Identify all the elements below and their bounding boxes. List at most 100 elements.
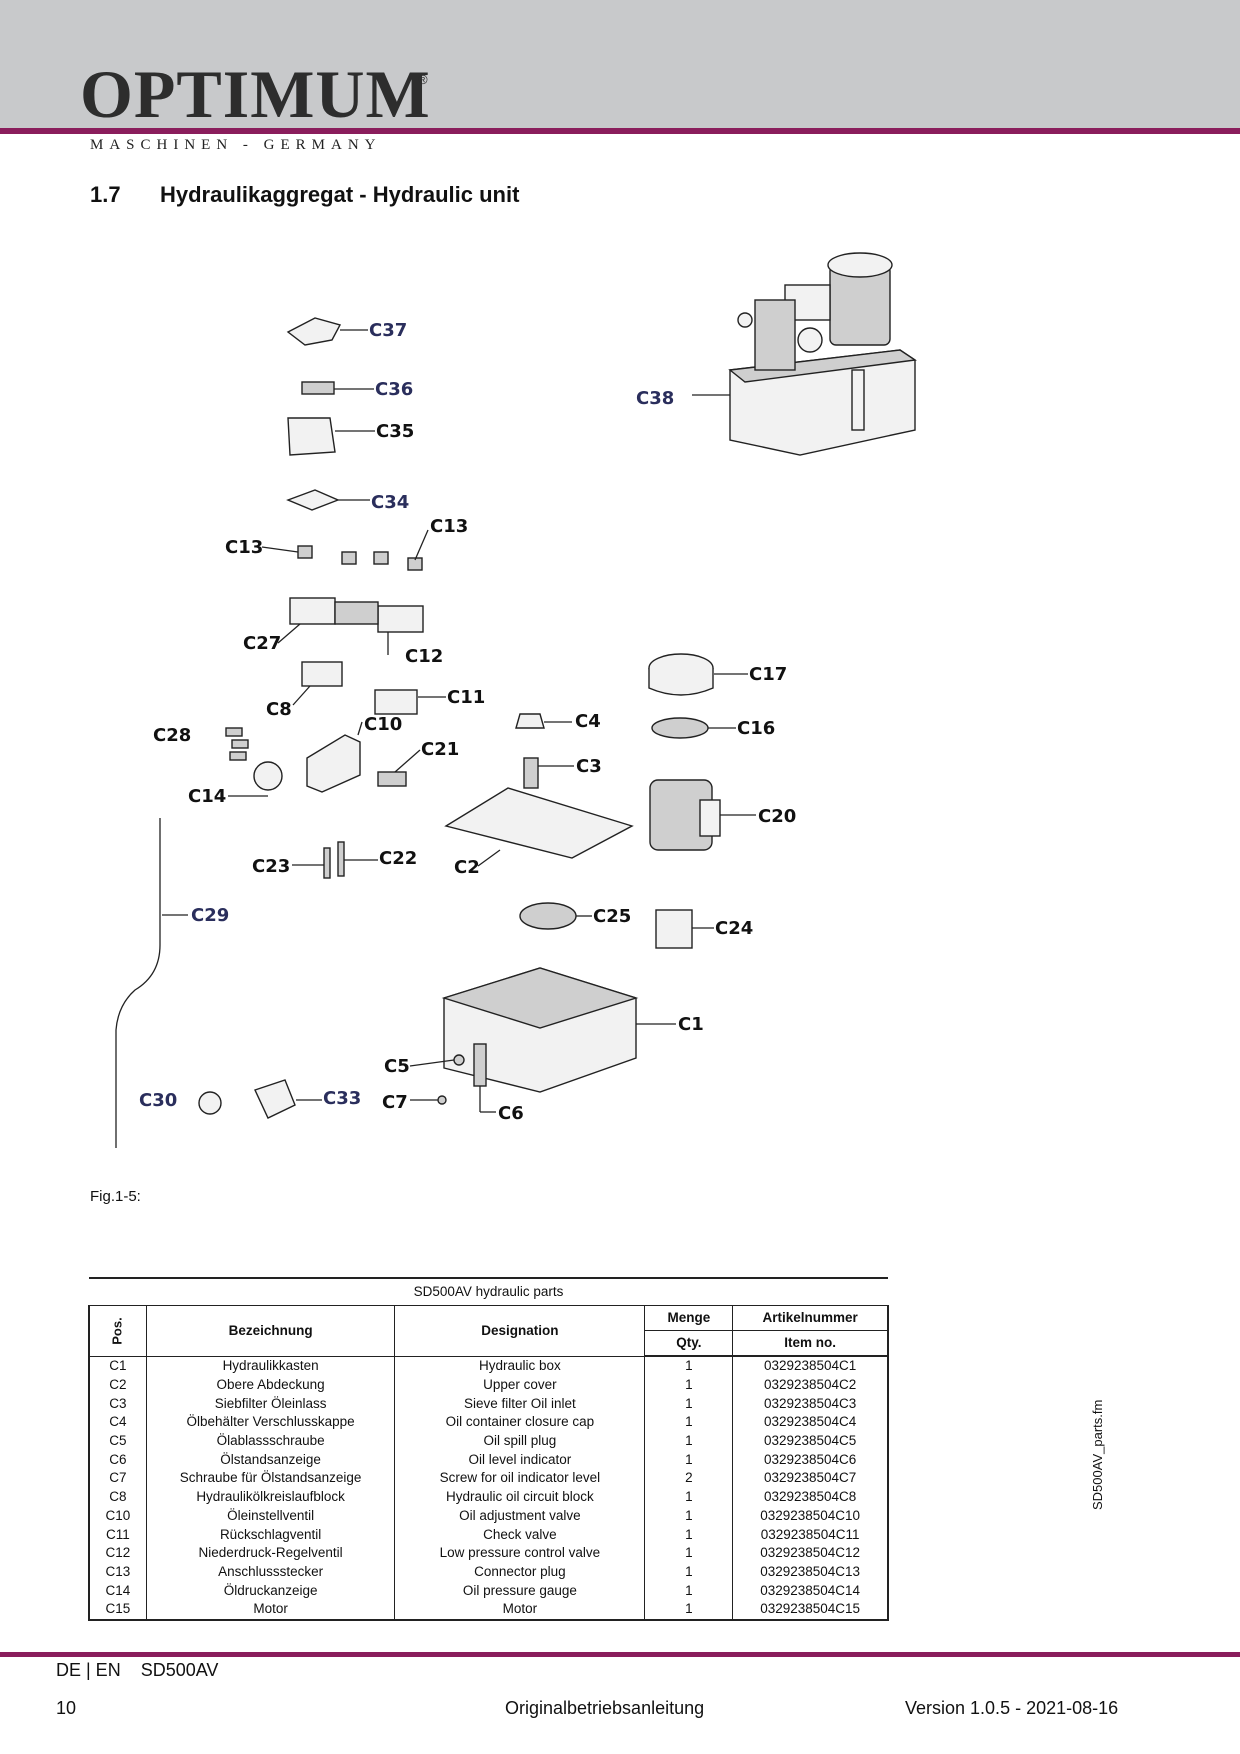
cell-qty: 1 bbox=[644, 1413, 734, 1432]
label-C13-right: C13 bbox=[430, 516, 468, 537]
cell-bezeichnung: Hydraulikölkreislaufblock bbox=[145, 1487, 396, 1507]
cell-pos: C11 bbox=[87, 1525, 147, 1544]
header-pos: Pos. bbox=[87, 1305, 147, 1357]
part-C36 bbox=[301, 381, 335, 395]
cell-bezeichnung: Ölablassschraube bbox=[145, 1431, 396, 1451]
part-C16 bbox=[651, 717, 709, 739]
cell-designation: Oil pressure gauge bbox=[394, 1581, 646, 1600]
label-C37: C37 bbox=[369, 320, 407, 341]
part-C28-fittings bbox=[225, 727, 249, 761]
label-C35: C35 bbox=[376, 421, 414, 442]
label-C25: C25 bbox=[593, 906, 631, 927]
part-C24 bbox=[655, 909, 693, 949]
cell-designation: Check valve bbox=[394, 1525, 646, 1544]
footer-model: SD500AV bbox=[140, 1660, 219, 1680]
part-C27-C12-valves bbox=[289, 597, 424, 633]
cell-pos: C4 bbox=[87, 1413, 147, 1432]
cell-designation: Oil container closure cap bbox=[394, 1413, 646, 1432]
part-C25 bbox=[519, 902, 577, 930]
label-C33: C33 bbox=[323, 1088, 361, 1109]
footer-manual-title: Originalbetriebsanleitung bbox=[505, 1698, 705, 1718]
header-band bbox=[0, 0, 1240, 128]
label-C8: C8 bbox=[266, 699, 292, 720]
header-rule bbox=[0, 128, 1240, 134]
footer-language: DE | EN SD500AV bbox=[56, 1660, 219, 1680]
cell-item-no: 0329238504C2 bbox=[732, 1375, 890, 1395]
part-C14 bbox=[253, 761, 283, 791]
cell-bezeichnung: Öldruckanzeige bbox=[145, 1581, 396, 1600]
footer-page-number: 10 bbox=[56, 1698, 77, 1718]
cell-item-no: 0329238504C12 bbox=[732, 1543, 890, 1563]
part-C3 bbox=[523, 757, 539, 789]
header-menge: Menge bbox=[644, 1305, 734, 1331]
cell-designation: Hydraulic box bbox=[394, 1356, 646, 1376]
section-number: 1.7 bbox=[90, 182, 121, 207]
cell-pos: C10 bbox=[87, 1506, 147, 1526]
cell-pos: C12 bbox=[87, 1543, 147, 1563]
cell-designation: Upper cover bbox=[394, 1375, 646, 1395]
cell-pos: C14 bbox=[87, 1581, 147, 1600]
assembled-hydraulic-unit bbox=[728, 252, 917, 456]
cell-designation: Hydraulic oil circuit block bbox=[394, 1487, 646, 1507]
cell-designation: Sieve filter Oil inlet bbox=[394, 1394, 646, 1414]
parts-table: SD500AV hydraulic parts Pos. Bezeichnung… bbox=[87, 1277, 890, 1621]
cell-item-no: 0329238504C4 bbox=[732, 1413, 890, 1432]
part-C2 bbox=[444, 787, 634, 859]
cell-bezeichnung: Schraube für Ölstandsanzeige bbox=[145, 1469, 396, 1488]
label-C30: C30 bbox=[139, 1090, 177, 1111]
exploded-parts-diagram: C38 C37 C36 C35 C34 C13 C13 C27 C12 C8 C… bbox=[115, 252, 917, 1148]
cell-pos: C3 bbox=[87, 1394, 147, 1414]
cell-bezeichnung: Niederdruck-Regelventil bbox=[145, 1543, 396, 1563]
cell-item-no: 0329238504C13 bbox=[732, 1562, 890, 1582]
cell-qty: 1 bbox=[644, 1450, 734, 1470]
cell-item-no: 0329238504C8 bbox=[732, 1487, 890, 1507]
label-C27: C27 bbox=[243, 633, 281, 654]
logo-registered-mark: ® bbox=[418, 72, 428, 87]
cell-designation: Connector plug bbox=[394, 1562, 646, 1582]
cell-qty: 1 bbox=[644, 1431, 734, 1451]
cell-qty: 1 bbox=[644, 1375, 734, 1395]
side-file-label: SD500AV_parts.fm bbox=[1090, 1399, 1105, 1510]
header-bezeichnung: Bezeichnung bbox=[145, 1305, 396, 1357]
label-C5: C5 bbox=[384, 1056, 410, 1077]
part-C11 bbox=[374, 689, 418, 715]
cell-bezeichnung: Öleinstellventil bbox=[145, 1506, 396, 1526]
label-C4: C4 bbox=[575, 711, 601, 732]
header-item-no: Item no. bbox=[732, 1330, 890, 1357]
cell-pos: C6 bbox=[87, 1450, 147, 1470]
part-C33 bbox=[254, 1079, 296, 1119]
cell-item-no: 0329238504C3 bbox=[732, 1394, 890, 1414]
label-C16: C16 bbox=[737, 718, 775, 739]
part-C35 bbox=[287, 417, 336, 456]
header-artikelnummer: Artikelnummer bbox=[732, 1305, 890, 1331]
part-C23 bbox=[323, 847, 331, 879]
part-C10 bbox=[306, 734, 361, 793]
cell-item-no: 0329238504C15 bbox=[732, 1599, 890, 1621]
cell-qty: 1 bbox=[644, 1599, 734, 1621]
part-C13-plugs bbox=[297, 545, 423, 571]
cell-item-no: 0329238504C10 bbox=[732, 1506, 890, 1526]
header-qty: Qty. bbox=[644, 1330, 734, 1357]
label-C22: C22 bbox=[379, 848, 417, 869]
part-C8 bbox=[301, 661, 343, 687]
cell-bezeichnung: Anschlussstecker bbox=[145, 1562, 396, 1582]
cell-bezeichnung: Ölbehälter Verschlusskappe bbox=[145, 1413, 396, 1432]
part-C4 bbox=[515, 713, 545, 729]
cell-qty: 1 bbox=[644, 1356, 734, 1376]
cell-designation: Screw for oil indicator level bbox=[394, 1469, 646, 1488]
cell-item-no: 0329238504C7 bbox=[732, 1469, 890, 1488]
label-C36: C36 bbox=[375, 379, 413, 400]
label-C29: C29 bbox=[191, 905, 229, 926]
label-C10: C10 bbox=[364, 714, 402, 735]
